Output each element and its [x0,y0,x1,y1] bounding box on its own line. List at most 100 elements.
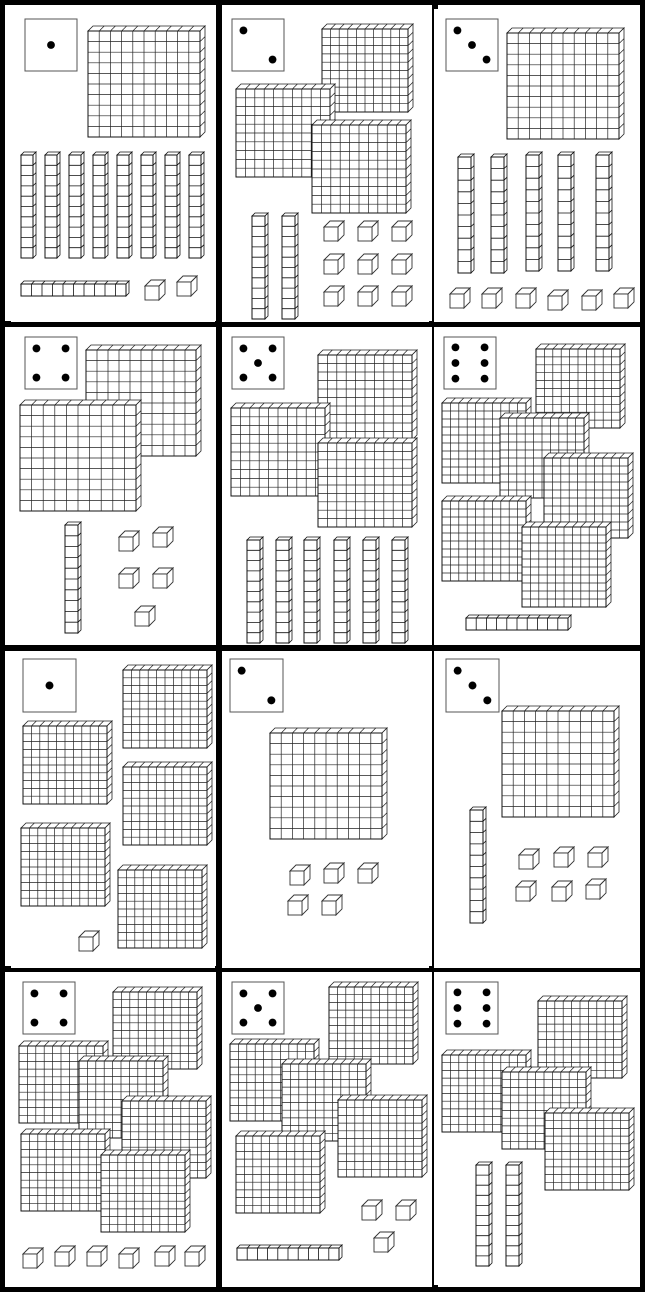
die-pip [60,990,68,998]
card-7 [11,651,215,968]
unit-cube [548,290,568,310]
die-pip [481,375,489,383]
card-12 [434,972,640,1285]
card-2 [222,9,429,322]
hundred-flat [538,996,627,1078]
die-pip [240,1019,248,1027]
die-pip [254,359,262,367]
hundred-flat [21,823,110,906]
die-pip [469,682,477,690]
ten-rod [141,152,156,258]
unit-cube [145,280,165,300]
card-9 [434,651,640,968]
die-pip [483,1020,491,1028]
unit-cube [482,288,502,308]
die-pip [62,374,70,382]
die-pip [452,359,460,367]
hundred-flat [21,1129,110,1211]
unit-cube [392,286,412,306]
die-pip [254,1004,262,1012]
hundred-flat [507,28,624,139]
die-pip [454,667,462,675]
die-pip [33,345,41,353]
ten-rod [237,1245,342,1260]
hundred-flat [23,721,112,804]
unit-cube [153,527,173,547]
hundred-flat [231,403,330,496]
unit-cube [87,1246,107,1266]
ten-rod [117,152,132,258]
card-10 [11,972,215,1285]
unit-cube [324,254,344,274]
unit-cube [153,568,173,588]
hundred-flat [88,26,205,137]
die-face [232,982,284,1034]
unit-cube [135,606,155,626]
hundred-flat [338,1095,427,1177]
die-pip [269,345,277,353]
unit-cube [185,1246,205,1266]
unit-cube [155,1246,175,1266]
hundred-flat [312,120,411,213]
die-face [25,19,77,71]
die-face [23,659,76,712]
unit-cube [396,1200,416,1220]
unit-cube [324,221,344,241]
ten-rod [247,537,263,643]
die-pip [454,1020,462,1028]
card-3 [434,9,640,322]
card-4 [11,327,215,645]
ten-rod [334,537,350,643]
hundred-flat [329,982,418,1064]
die-pip [452,344,460,352]
ten-rod [596,152,612,271]
ten-rod [189,152,204,258]
die-pip [267,696,275,704]
unit-cube [55,1246,75,1266]
die-pip [240,990,248,998]
ten-rod [93,152,108,258]
unit-cube [23,1248,43,1268]
unit-cube [290,865,310,885]
ten-rod [491,154,507,273]
unit-cube [519,849,539,869]
die-pip [31,990,39,998]
ten-rod [470,807,486,923]
ten-rod [304,537,320,643]
hundred-flat [123,762,212,845]
die-pip [483,989,491,997]
unit-cube [582,290,602,310]
die-pip [33,374,41,382]
card-5 [222,327,429,645]
die-pip [454,989,462,997]
unit-cube [554,847,574,867]
unit-cube [358,863,378,883]
ten-rod [558,152,574,271]
ten-rod [392,537,408,643]
unit-cube [324,286,344,306]
die-pip [62,345,70,353]
unit-cube [516,881,536,901]
die-face [446,659,499,712]
ten-rod [526,152,542,271]
ten-rod [476,1162,492,1266]
die-face [446,982,498,1034]
hundred-flat [545,1108,634,1190]
unit-cube [552,881,572,901]
die-pip [483,56,491,64]
die-pip [269,990,277,998]
die-pip [483,696,491,704]
die-face [23,982,75,1034]
die-face [232,19,284,71]
unit-cube [119,568,139,588]
unit-cube [322,895,342,915]
ten-rod [21,281,129,296]
ten-rod [21,152,36,258]
ten-rod [45,152,60,258]
die-face [25,337,77,389]
hundred-flat [236,1131,325,1213]
card-1 [11,9,215,322]
ten-rod [458,154,474,273]
ten-rod [165,152,180,258]
unit-cube [516,288,536,308]
